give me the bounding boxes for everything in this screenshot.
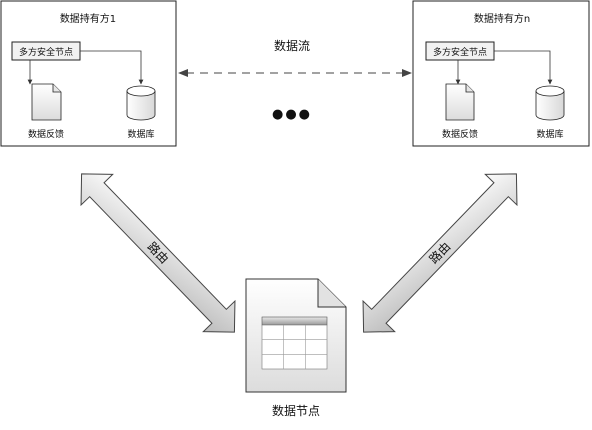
routing-arrow-left: 路由	[80, 173, 236, 333]
feedback-right-label: 数据反馈	[442, 128, 478, 140]
mpc-node-left: 多方安全节点	[11, 41, 81, 61]
database-left-label: 数据库	[127, 128, 154, 140]
database-cylinder-icon	[126, 85, 156, 121]
feedback-doc-icon	[31, 83, 62, 121]
data-flow-label: 数据流	[274, 38, 310, 53]
mpc-node-right: 多方安全节点	[425, 41, 495, 61]
feedback-left-label: 数据反馈	[28, 128, 64, 140]
feedback-doc-icon	[445, 83, 475, 121]
data-holder-right: 数据持有方n 多方安全节点 数据反馈 数据库	[412, 0, 590, 147]
routing-arrow-right: 路由	[362, 173, 518, 333]
database-right-label: 数据库	[536, 128, 563, 140]
holder-left-title: 数据持有方1	[60, 12, 116, 25]
connector-mpc-database-right	[494, 50, 553, 85]
database-cylinder-icon	[535, 85, 565, 121]
mpc-node-left-label: 多方安全节点	[19, 46, 73, 58]
ellipsis-dots: ●●●	[272, 107, 312, 122]
table-grid-icon	[261, 316, 328, 370]
data-holder-left: 数据持有方1 多方安全节点 数据反馈 数据库	[0, 0, 177, 147]
holder-right-title: 数据持有方n	[474, 12, 530, 25]
mpc-node-right-label: 多方安全节点	[433, 46, 487, 58]
data-node-document-icon	[245, 278, 347, 393]
connector-mpc-database-left	[80, 50, 144, 85]
data-flow-arrow	[178, 69, 412, 77]
data-node-label: 数据节点	[272, 403, 320, 418]
